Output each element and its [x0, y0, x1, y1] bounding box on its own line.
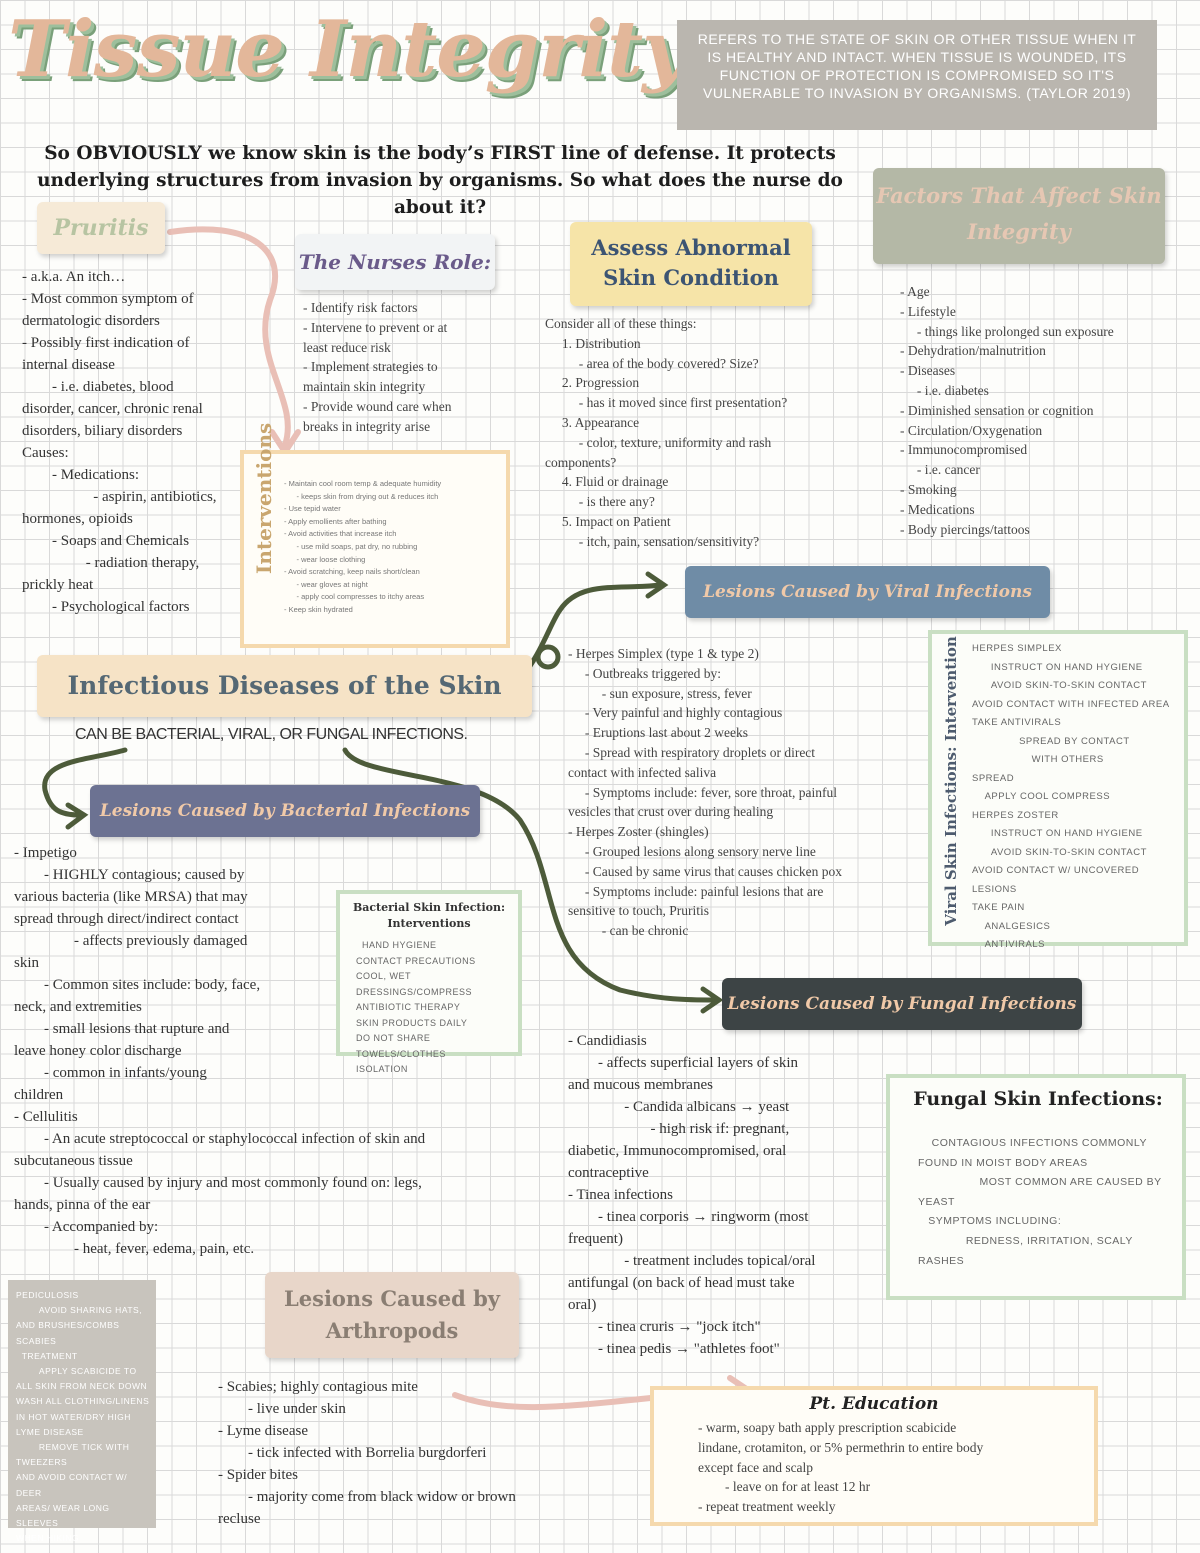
nurses-role-heading: The Nurses Role: [295, 234, 495, 290]
fungal-info-heading: Fungal Skin Infections: [913, 1088, 1163, 1110]
viral-interventions-label: Viral Skin Infections: Intervention [942, 636, 960, 926]
bacterial-interventions-heading: Bacterial Skin Infection: Interventions [352, 901, 506, 930]
fungal-notes: - Candidiasis - affects superficial laye… [568, 1033, 816, 1357]
pruritis-heading: Pruritis [37, 202, 165, 254]
assess-heading: Assess Abnormal Skin Condition [570, 222, 812, 306]
factors-heading: Factors That Affect Skin Integrity [873, 168, 1165, 264]
definition-box: refers to the state of skin or other tis… [677, 20, 1157, 130]
viral-heading: Lesions Caused by Viral Infections [685, 566, 1050, 618]
fungal-info-notes: CONTAGIOUS INFECTIONS COMMONLY FOUND IN … [918, 1137, 1162, 1267]
infectious-subtitle: CAN BE BACTERIAL, VIRAL, OR FUNGAL INFEC… [75, 726, 468, 743]
pt-education-heading: Pt. Education [809, 1394, 939, 1414]
interventions-notes: - Maintain cool room temp & adequate hum… [284, 479, 442, 614]
fungal-info-box: Fungal Skin Infections: CONTAGIOUS INFEC… [886, 1074, 1186, 1300]
arthropods-notes: - Scabies; highly contagious mite - live… [218, 1379, 516, 1527]
arthropods-heading: Lesions Caused by Arthropods [265, 1272, 519, 1358]
arthropod-interventions-box: Pediculosis Avoid sharing hats, and brus… [8, 1280, 156, 1543]
intro-text: So OBVIOUSLY we know skin is the body’s … [37, 143, 843, 218]
bacterial-heading: Lesions Caused by Bacterial Infections [90, 785, 480, 837]
bacterial-notes: - Impetigo - HIGHLY contagious; caused b… [14, 845, 426, 1257]
infectious-heading: Infectious Diseases of the Skin [37, 655, 532, 717]
viral-interventions-box: Viral Skin Infections: Intervention Herp… [928, 630, 1188, 950]
pt-education-notes: - warm, soapy bath apply prescription sc… [698, 1420, 984, 1515]
nurses-role-notes: - Identify risk factors - Intervene to p… [303, 300, 452, 434]
factors-notes: - Age - Lifestyle - things like prolonge… [900, 284, 1114, 537]
arthropod-interventions-notes: Pediculosis Avoid sharing hats, and brus… [16, 1290, 150, 1544]
page-title: Tissue Integrity [8, 4, 687, 95]
green-arrow-loop [535, 644, 561, 670]
interventions-box: Interventions - Maintain cool room temp … [240, 422, 510, 648]
interventions-label: Interventions [252, 422, 276, 574]
bacterial-interventions-notes: Hand hygiene Contact precautions Cool, w… [356, 940, 476, 1074]
fungal-heading: Lesions Caused by Fungal Infections [722, 978, 1082, 1030]
assess-notes: Consider all of these things: 1. Distrib… [545, 316, 788, 549]
green-arrow-head [700, 986, 724, 1014]
viral-interventions-notes: Herpes Simplex Instruct on hand hygiene … [972, 643, 1170, 950]
pruritis-notes: - a.k.a. An itch… - Most common symptom … [22, 269, 217, 615]
pt-education-box: Pt. Education - warm, soapy bath apply p… [650, 1386, 1098, 1526]
viral-notes: - Herpes Simplex (type 1 & type 2) - Out… [568, 646, 843, 939]
green-arrow-head [65, 802, 89, 830]
green-arrow-head [645, 571, 669, 599]
bacterial-interventions-box: Bacterial Skin Infection: Interventions … [336, 890, 522, 1074]
